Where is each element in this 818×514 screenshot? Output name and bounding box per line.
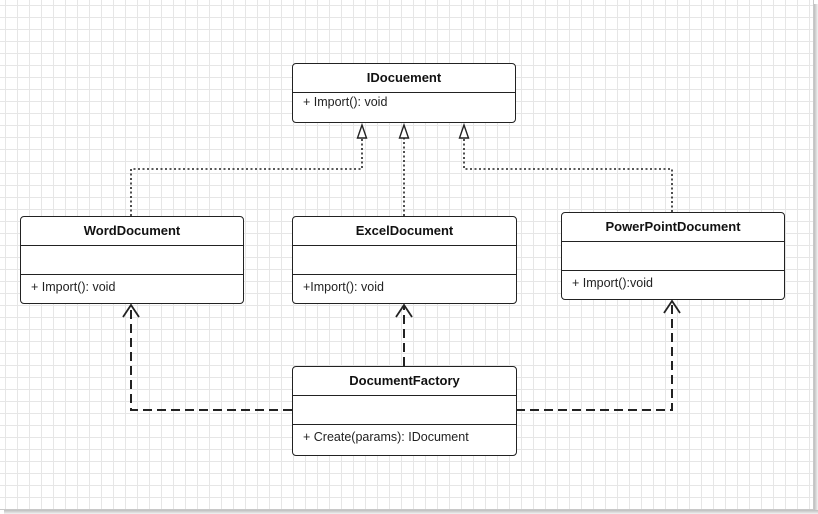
class-attributes bbox=[21, 246, 243, 275]
class-attributes bbox=[293, 246, 516, 275]
class-attributes bbox=[293, 396, 516, 425]
realization-word-to-idocument bbox=[130, 122, 368, 216]
class-method: + Import(): void bbox=[303, 95, 388, 109]
class-idocument[interactable]: IDocuement + Import(): void bbox=[292, 63, 516, 123]
class-name: WordDocument bbox=[21, 217, 243, 246]
class-excel-document[interactable]: ExcelDocument +Import(): void bbox=[292, 216, 517, 304]
class-method: + Create(params): IDocument bbox=[303, 430, 469, 444]
canvas-shadow-bottom bbox=[4, 510, 818, 514]
class-name: ExcelDocument bbox=[293, 217, 516, 246]
dependency-factory-to-excel bbox=[395, 303, 413, 366]
class-name: DocumentFactory bbox=[293, 367, 516, 396]
class-method: + Import():void bbox=[572, 276, 653, 290]
realization-powerpoint-to-idocument bbox=[458, 122, 673, 212]
dependency-factory-to-word bbox=[122, 303, 292, 411]
class-name: PowerPointDocument bbox=[562, 213, 784, 242]
class-powerpoint-document[interactable]: PowerPointDocument + Import():void bbox=[561, 212, 785, 300]
class-document-factory[interactable]: DocumentFactory + Create(params): IDocum… bbox=[292, 366, 517, 456]
dependency-factory-to-powerpoint bbox=[516, 299, 681, 411]
class-word-document[interactable]: WordDocument + Import(): void bbox=[20, 216, 244, 304]
class-method: + Import(): void bbox=[31, 280, 116, 294]
class-name: IDocuement bbox=[293, 64, 515, 93]
realization-excel-to-idocument bbox=[398, 122, 410, 216]
class-attributes bbox=[562, 242, 784, 271]
class-method: +Import(): void bbox=[303, 280, 384, 294]
canvas-shadow-right bbox=[814, 4, 818, 514]
